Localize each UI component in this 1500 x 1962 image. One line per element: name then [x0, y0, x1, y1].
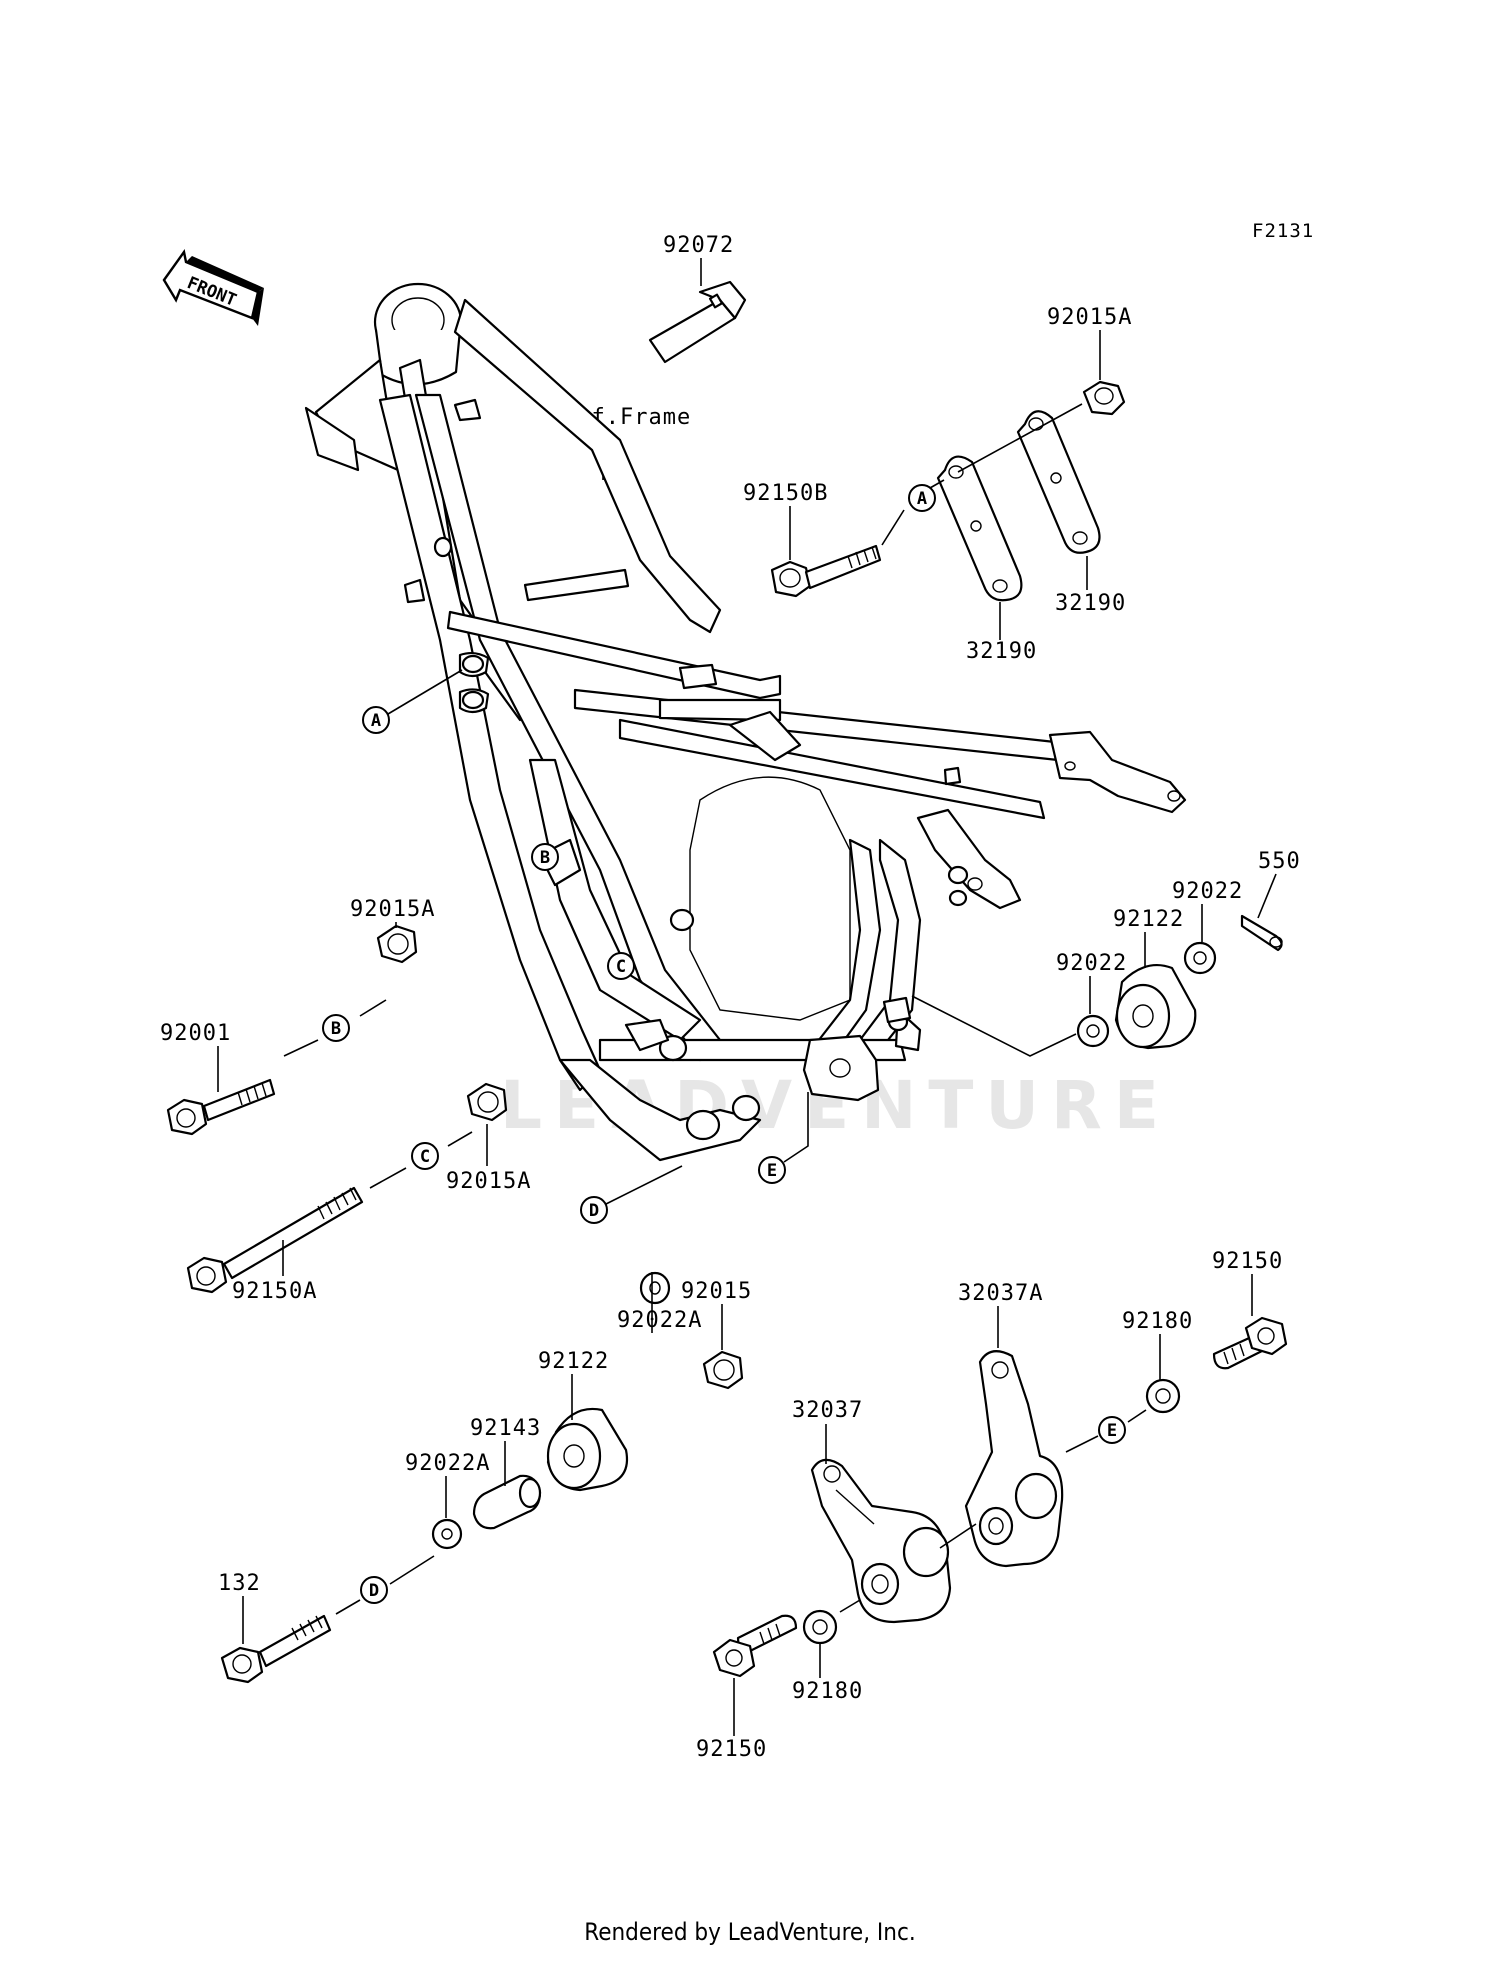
- link-marker-b-frame: B: [531, 843, 559, 871]
- part-label-92122-right: 92122: [1113, 907, 1184, 932]
- part-label-32037: 32037: [792, 1398, 863, 1423]
- part-92143-collar: [472, 1474, 542, 1530]
- part-label-92015a-top: 92015A: [1047, 305, 1132, 330]
- svg-text:B: B: [331, 1019, 341, 1039]
- part-label-92022-upper: 92022: [1172, 879, 1243, 904]
- part-label-92180-bottom: 92180: [792, 1679, 863, 1704]
- part-label-92022a-lower: 92022A: [405, 1451, 490, 1476]
- part-label-92150-bottom: 92150: [696, 1737, 767, 1762]
- svg-text:E: E: [767, 1161, 777, 1181]
- link-marker-c-left: C: [411, 1142, 439, 1170]
- part-label-92143: 92143: [470, 1416, 541, 1441]
- svg-text:A: A: [917, 489, 927, 509]
- svg-text:E: E: [1107, 1421, 1117, 1441]
- part-label-92122-left: 92122: [538, 1349, 609, 1374]
- part-92072-clamp: [648, 280, 747, 364]
- svg-text:D: D: [369, 1581, 379, 1601]
- part-92022a-washer-upper: [639, 1271, 671, 1305]
- part-32037a-bracket: [964, 1350, 1064, 1568]
- link-marker-e-lower: E: [1098, 1416, 1126, 1444]
- part-92015a-nut-top: [1082, 380, 1126, 416]
- part-label-92072: 92072: [663, 233, 734, 258]
- part-label-32037a: 32037A: [958, 1281, 1043, 1306]
- part-label-92150a: 92150A: [232, 1279, 317, 1304]
- part-92001-bolt: [166, 1078, 276, 1136]
- part-132-bolt: [220, 1614, 332, 1684]
- part-label-92150b: 92150B: [743, 481, 828, 506]
- svg-text:A: A: [371, 711, 381, 731]
- part-92122-bushing-left: [546, 1407, 629, 1492]
- part-label-32190-right: 32190: [1055, 591, 1126, 616]
- frame-illustration: [304, 282, 1187, 1162]
- part-32190-bracket-right: [1016, 410, 1101, 554]
- part-label-92015: 92015: [681, 1279, 752, 1304]
- part-label-92022a-upper: 92022A: [617, 1308, 702, 1333]
- link-marker-e-frame: E: [758, 1156, 786, 1184]
- link-marker-a-frame: A: [362, 706, 390, 734]
- part-92180-washer-right: [1145, 1378, 1181, 1414]
- svg-text:B: B: [540, 848, 550, 868]
- part-92015a-nut-left: [376, 924, 418, 964]
- part-92150b-bolt: [770, 544, 882, 598]
- part-92022-washer-upper: [1183, 941, 1217, 975]
- part-label-92150-right: 92150: [1212, 1249, 1283, 1274]
- part-92022-washer-lower: [1076, 1014, 1110, 1048]
- part-label-32190-left: 32190: [966, 639, 1037, 664]
- svg-text:C: C: [420, 1147, 430, 1167]
- link-marker-c-frame: C: [607, 952, 635, 980]
- part-92122-bushing-right: [1114, 964, 1197, 1050]
- footer-credit: Rendered by LeadVenture, Inc.: [584, 1918, 916, 1946]
- part-label-92180-right: 92180: [1122, 1309, 1193, 1334]
- part-92022a-washer-lower: [431, 1518, 463, 1550]
- part-label-92015a-mid: 92015A: [446, 1169, 531, 1194]
- part-32190-bracket-left: [936, 455, 1023, 602]
- part-550-cotter-pin: [1240, 914, 1283, 952]
- part-label-92015a-left: 92015A: [350, 897, 435, 922]
- front-arrow-icon: FRONT: [162, 249, 264, 326]
- part-92180-washer-bottom: [802, 1609, 838, 1645]
- part-label-92001: 92001: [160, 1021, 231, 1046]
- svg-text:C: C: [616, 957, 626, 977]
- part-label-550: 550: [1258, 849, 1301, 874]
- link-marker-d-lower: D: [360, 1576, 388, 1604]
- part-92150-bolt-bottom: [712, 1614, 798, 1678]
- part-32037-bracket: [810, 1458, 952, 1624]
- part-92150-bolt-right: [1212, 1316, 1288, 1370]
- part-92015-nut: [702, 1350, 744, 1390]
- svg-text:D: D: [589, 1201, 599, 1221]
- link-marker-d-frame: D: [580, 1196, 608, 1224]
- part-92015a-nut-mid: [466, 1082, 508, 1122]
- part-92150a-long-bolt: [186, 1186, 364, 1294]
- link-marker-a-upper: A: [908, 484, 936, 512]
- part-label-92022-lower: 92022: [1056, 951, 1127, 976]
- link-marker-b-left: B: [322, 1014, 350, 1042]
- figure-id: F2131: [1252, 220, 1314, 242]
- part-label-132: 132: [218, 1571, 261, 1596]
